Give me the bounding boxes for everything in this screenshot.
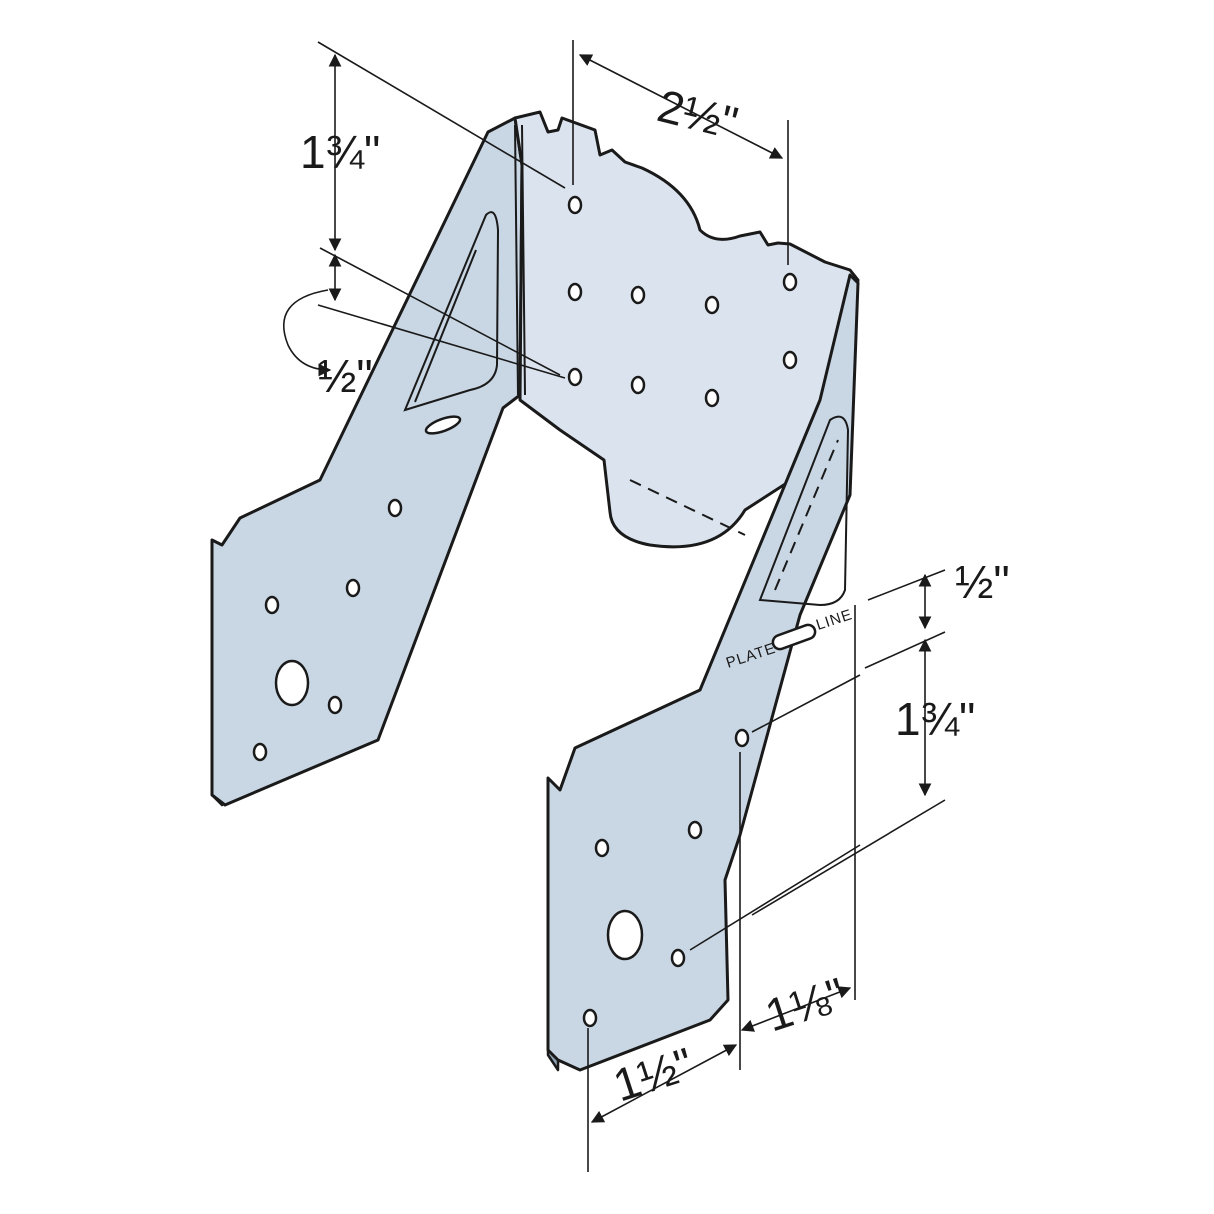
- hole: [704, 388, 720, 408]
- hole: [252, 742, 268, 762]
- left-flange: [210, 116, 524, 807]
- hole: [782, 350, 798, 370]
- dim-top-hole-spacing-label: 1¾": [300, 126, 380, 178]
- hole: [345, 578, 361, 598]
- dim-top-hole-offset: ½": [283, 253, 566, 402]
- dim-top-hole-spacing: 1¾": [300, 41, 566, 376]
- nail-holes: [252, 195, 798, 1028]
- hole: [567, 282, 583, 302]
- hole: [630, 375, 646, 395]
- hole: [734, 728, 750, 748]
- dim-right-spacing: 1¾": [689, 631, 975, 951]
- back-web: [513, 110, 860, 549]
- dim-right-offset-label: ½": [955, 556, 1010, 608]
- dim-bottom-right-label: 1⅛": [759, 967, 851, 1041]
- hole: [704, 295, 720, 315]
- hole: [782, 272, 798, 292]
- hole: [567, 367, 583, 387]
- hole: [387, 498, 403, 518]
- bolt-hole: [274, 659, 310, 707]
- bolt-hole: [606, 909, 644, 961]
- hole: [594, 838, 610, 858]
- hole: [327, 695, 343, 715]
- hole: [630, 285, 646, 305]
- hole: [567, 195, 583, 215]
- hole: [687, 820, 703, 840]
- dim-top-width-label: 2½": [653, 79, 743, 149]
- plate-line-label-right: LINE: [814, 606, 855, 634]
- hole: [670, 948, 686, 968]
- dim-top-hole-offset-label: ½": [318, 350, 373, 402]
- dim-right-spacing-label: 1¾": [895, 693, 975, 745]
- dim-right-offset: ½": [867, 556, 1010, 630]
- hole: [582, 1008, 598, 1028]
- hole: [264, 595, 280, 615]
